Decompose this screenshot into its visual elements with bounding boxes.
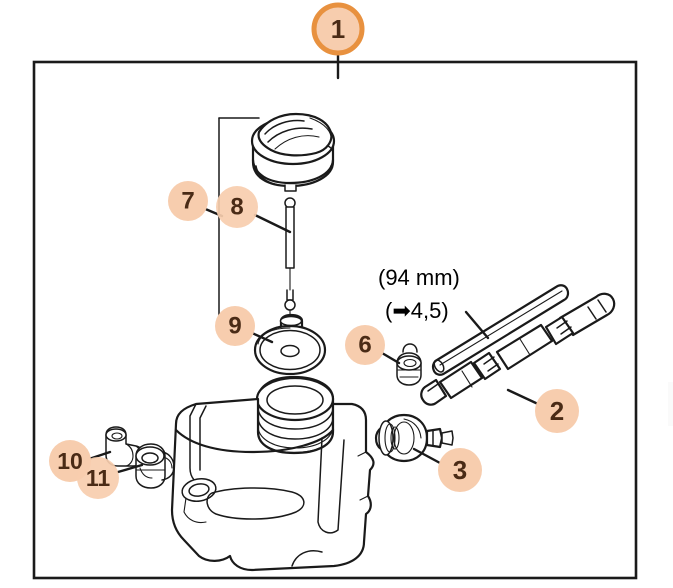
callout-7-label: 7 [181, 188, 194, 215]
callout-badge-3[interactable]: 3 [438, 448, 482, 492]
part-bushing-small [105, 426, 144, 467]
callout-3-circle[interactable] [438, 448, 482, 492]
leader-6 [380, 351, 401, 365]
leader-2 [506, 388, 540, 406]
callout-3-label: 3 [453, 455, 467, 485]
dimension-leader-line [464, 310, 490, 340]
callout-leaders [87, 51, 540, 474]
part-fuel-line [420, 292, 616, 406]
callout-badge-7[interactable]: 7 [168, 181, 208, 221]
callout-8-label: 8 [230, 194, 243, 221]
leader-9 [250, 331, 274, 344]
callout-badge-2[interactable]: 2 [535, 389, 579, 433]
callout-1-circle[interactable] [311, 2, 365, 56]
leader-8 [253, 213, 292, 234]
callout-11-label: 11 [86, 465, 111, 491]
callout-badge-1[interactable]: 1 [311, 2, 365, 56]
part-hose-94mm [431, 284, 570, 376]
callout-6-label: 6 [358, 332, 371, 359]
dimension-length-label: (94 mm) [378, 265, 460, 290]
callout-1-label: 1 [331, 14, 345, 44]
callout-badge-8[interactable]: 8 [216, 186, 258, 228]
dimension-annotations: (94 mm) (➡4,5) [378, 265, 490, 340]
part-tank-cap [250, 112, 336, 192]
callout-10-label: 10 [57, 448, 83, 474]
part-cap-tether-and-seal [253, 197, 327, 376]
callout-badges: 1 2 3 6 7 8 [49, 2, 579, 499]
callout-2-label: 2 [550, 396, 564, 426]
callout-6-circle[interactable] [345, 325, 385, 365]
callout-badge-11[interactable]: 11 [77, 457, 119, 499]
part-fuel-tank-body [170, 375, 375, 572]
callout-badge-9[interactable]: 9 [215, 306, 255, 346]
callout-2-circle[interactable] [535, 389, 579, 433]
leader-11 [116, 463, 144, 474]
edge-artifact [668, 382, 673, 426]
callout-9-circle[interactable] [215, 306, 255, 346]
leader-3 [412, 447, 442, 465]
callout-11-circle[interactable] [77, 457, 119, 499]
part-bushing-large [135, 443, 175, 489]
callout-8-circle[interactable] [216, 186, 258, 228]
callout-9-label: 9 [228, 313, 241, 340]
callout-7-circle[interactable] [168, 181, 208, 221]
dimension-reference-label: (➡4,5) [385, 298, 449, 323]
callout-badge-6[interactable]: 6 [345, 325, 385, 365]
